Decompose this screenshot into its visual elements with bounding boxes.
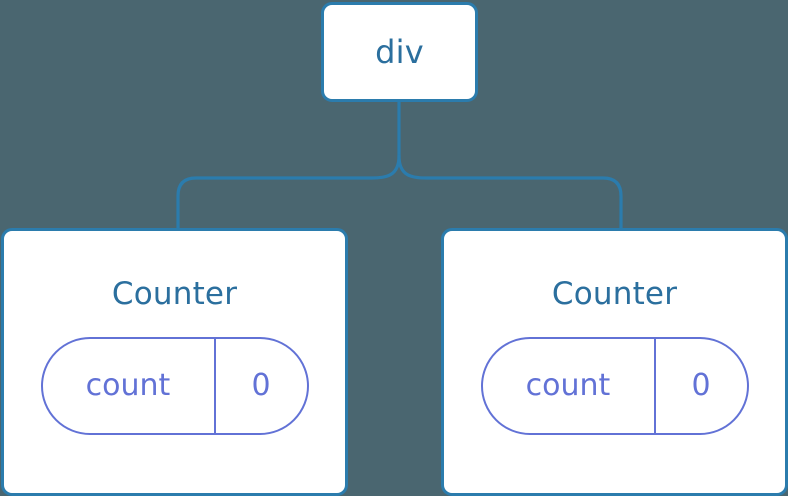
state-pill[interactable]: count 0 [480,337,749,435]
connector-branch-right [397,154,623,230]
state-pill-key-cell: count [43,339,216,433]
connector-branch-left [176,154,401,230]
state-pill-key-cell: count [483,339,656,433]
state-value-label: 0 [691,368,711,403]
tree-node-root[interactable]: div [321,2,478,102]
state-key-label: count [85,368,171,403]
state-pill[interactable]: count 0 [40,337,309,435]
state-pill-value-cell: 0 [216,339,307,433]
tree-node-counter-0[interactable]: Counter count 0 [1,228,348,496]
tree-node-counter-1[interactable]: Counter count 0 [441,228,788,496]
counter-title: Counter [551,276,678,312]
counter-title: Counter [111,276,238,312]
state-value-label: 0 [251,368,271,403]
state-pill-value-cell: 0 [656,339,747,433]
root-node-label: div [375,33,424,71]
state-key-label: count [525,368,611,403]
